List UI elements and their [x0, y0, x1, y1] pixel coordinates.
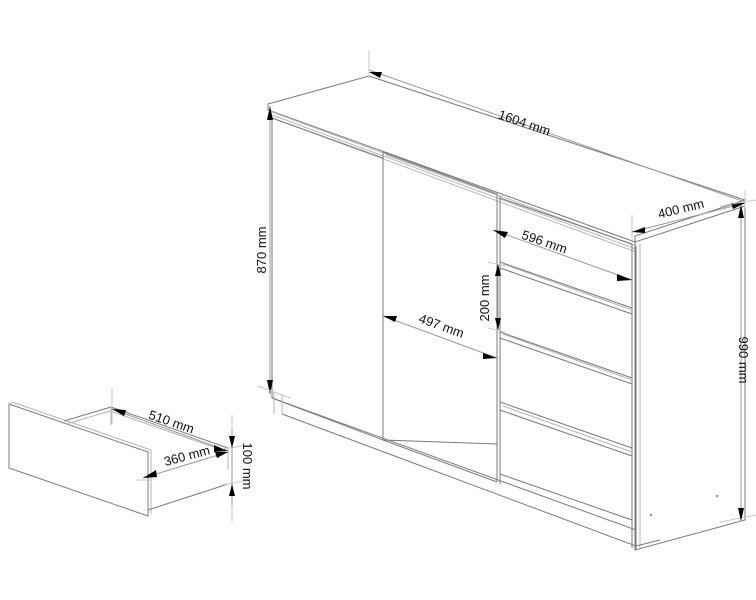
drawer-2 [499, 267, 633, 379]
hinge-hole [715, 494, 719, 498]
drawer-3 [499, 337, 633, 449]
door-height-label: 870 mm [254, 227, 269, 274]
dim-overall-width: 1604 mm [368, 50, 746, 208]
drawer-width-label: 596 mm [520, 227, 569, 256]
dim-depth: 400 mm [631, 190, 746, 240]
dim-overall-height: 990 mm [719, 199, 756, 523]
drawer-4 [499, 409, 633, 521]
drawer-front-panel [8, 403, 149, 517]
dim-door-height: 870 mm [254, 106, 291, 399]
dim-drawer-height: 200 mm [477, 261, 506, 333]
hinge-hole [649, 513, 653, 517]
cabinet [267, 75, 747, 551]
door-width-label: 497 mm [417, 311, 466, 341]
depth-label: 400 mm [656, 196, 705, 222]
overall-width-label: 1604 mm [496, 107, 552, 139]
drawer-height-label: 200 mm [477, 275, 492, 322]
overall-height-label: 990 mm [736, 337, 751, 384]
drawer-height-detail-label: 100 mm [240, 443, 255, 490]
cabinet-side-panel [634, 205, 746, 551]
drawer-1 [499, 197, 633, 309]
left-door [271, 117, 384, 441]
drawer-detail: 510 mm 360 mm 100 mm [8, 388, 255, 522]
